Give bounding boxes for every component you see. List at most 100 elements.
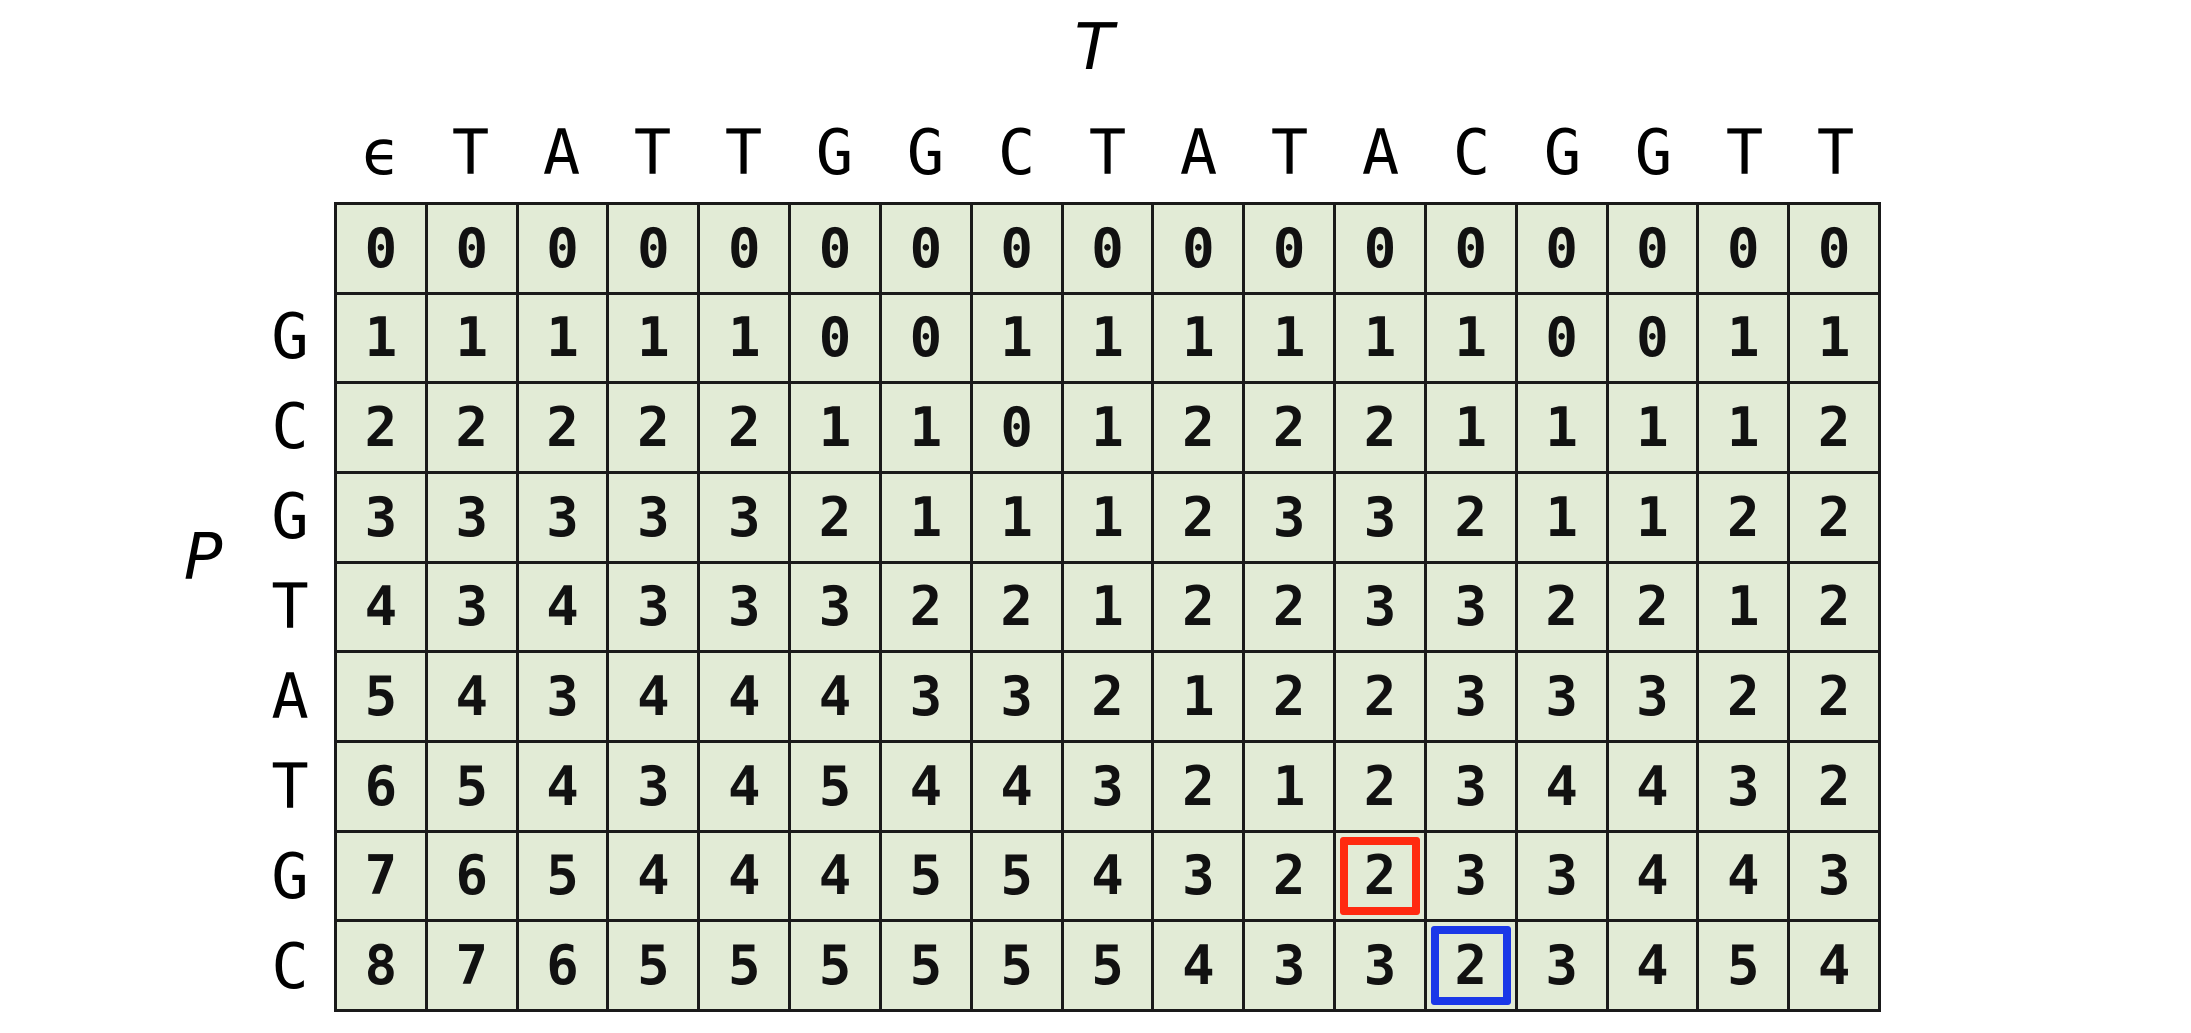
matrix-cell: 0 [791,294,879,382]
matrix-cell: 0 [972,384,1061,471]
matrix-cell: 1 [881,384,970,471]
matrix-cell: 6 [427,832,516,920]
matrix-cell: 0 [1517,294,1606,382]
matrix-cell: 5 [881,922,970,1009]
matrix-cell: 2 [1790,653,1878,740]
matrix-cell: 2 [1154,742,1243,830]
matrix-cell: 3 [1426,653,1515,740]
pattern-header-char: T [271,570,309,643]
matrix-cell: 1 [881,473,970,561]
matrix-cell: 5 [972,922,1061,1009]
matrix-cell: 3 [337,473,425,561]
matrix-cell: 3 [427,473,516,561]
matrix-cell: 0 [337,205,425,292]
matrix-cell: 2 [1790,742,1878,830]
matrix-cell: 3 [1790,832,1878,920]
matrix-cell: 1 [1154,294,1243,382]
matrix-cell: 3 [1699,742,1788,830]
text-header-char: T [451,116,490,189]
matrix-cell: 1 [1517,473,1606,561]
matrix-cell: 4 [1517,742,1606,830]
matrix-cell: 4 [1608,832,1697,920]
text-header-char: T [633,116,672,189]
matrix-cell: 2 [609,384,698,471]
matrix-cell: 7 [427,922,516,1009]
matrix-cell: 3 [609,473,698,561]
matrix-cell: 5 [700,922,789,1009]
matrix-cell: 0 [1245,205,1334,292]
matrix-cell: 7 [337,832,425,920]
matrix-cell: 2 [972,563,1061,651]
matrix-cell: 1 [1063,384,1152,471]
matrix-cell: 4 [972,742,1061,830]
matrix-cell: 1 [609,294,698,382]
matrix-cell: 5 [427,742,516,830]
matrix-cell: 2 [1154,384,1243,471]
text-header-char: C [1452,116,1491,189]
matrix-cell: 0 [1790,205,1878,292]
matrix-cell: 4 [337,563,425,651]
matrix-cell: 1 [1608,473,1697,561]
matrix-cell: 4 [700,653,789,740]
matrix-cell: 6 [337,742,425,830]
matrix-cell: 4 [518,563,607,651]
matrix-cell: 2 [1245,832,1334,920]
matrix-cell: 3 [1245,473,1334,561]
matrix-cell: 4 [791,653,879,740]
matrix-cell: 1 [1063,294,1152,382]
matrix-cell: 0 [1154,205,1243,292]
text-header-char: A [1179,116,1218,189]
matrix-cell: 0 [1608,294,1697,382]
matrix-cell: 1 [1699,384,1788,471]
matrix-cell: 1 [1517,384,1606,471]
matrix-cell: 3 [700,563,789,651]
matrix-cell: 3 [881,653,970,740]
matrix-cell: 0 [1699,205,1788,292]
matrix-cell: 3 [1336,563,1424,651]
matrix-cell: 5 [337,653,425,740]
matrix-cell: 2 [1699,653,1788,740]
matrix-cell: 3 [1517,832,1606,920]
matrix-cell: 5 [972,832,1061,920]
matrix-cell: 3 [1517,922,1606,1009]
matrix-cell: 2 [1063,653,1152,740]
matrix-cell: 2 [1790,563,1878,651]
matrix-cell: 2 [427,384,516,471]
matrix-cell: 3 [609,563,698,651]
pattern-header-char: G [271,480,309,553]
text-header-char: T [1725,116,1764,189]
matrix-cell-highlighted-red: 2 [1336,832,1424,920]
matrix-cell: 1 [1699,294,1788,382]
matrix-cell: 5 [791,922,879,1009]
matrix-cell: 3 [700,473,789,561]
matrix-cell: 4 [1063,832,1152,920]
matrix-cell: 3 [1336,922,1424,1009]
matrix-cell: 3 [1063,742,1152,830]
matrix-cell: 0 [1336,205,1424,292]
matrix-cell: 4 [791,832,879,920]
matrix-cell: 2 [1336,742,1424,830]
matrix-cell: 1 [1063,563,1152,651]
matrix-cell: 2 [1517,563,1606,651]
matrix-cell: 0 [1426,205,1515,292]
matrix-cell: 2 [1608,563,1697,651]
matrix-cell: 2 [1790,384,1878,471]
matrix-cell: 1 [1426,294,1515,382]
matrix-cell: 0 [1517,205,1606,292]
matrix-cell: 2 [1790,473,1878,561]
matrix-cell: 3 [1608,653,1697,740]
text-header-char: C [997,116,1036,189]
pattern-header-char: G [271,840,309,913]
pattern-axis-title: P [183,521,223,595]
matrix-cell: 4 [1608,742,1697,830]
matrix-cell: 2 [700,384,789,471]
matrix-cell: 3 [609,742,698,830]
matrix-cell: 1 [1699,563,1788,651]
matrix-cell: 1 [427,294,516,382]
matrix-cell: 1 [972,294,1061,382]
matrix-cell: 4 [881,742,970,830]
matrix-cell: 3 [518,653,607,740]
matrix-cell: 2 [1426,473,1515,561]
matrix-cell-highlighted-blue: 2 [1426,922,1515,1009]
matrix-cell: 0 [972,205,1061,292]
